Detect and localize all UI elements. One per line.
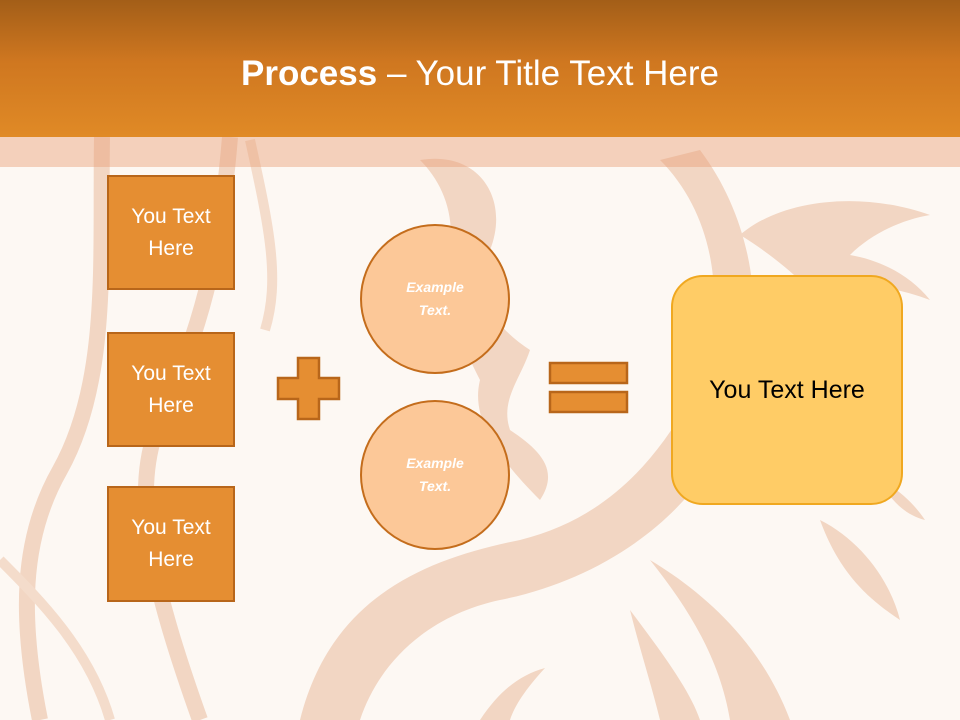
header-band [0, 137, 960, 167]
title-rest: – Your Title Text Here [377, 54, 719, 93]
slide-title: Process – Your Title Text Here [0, 50, 960, 98]
example-circle-2[interactable]: Example Text. [360, 400, 510, 550]
input-box-2[interactable]: You Text Here [107, 332, 235, 447]
input-box-3[interactable]: You Text Here [107, 486, 235, 602]
plus-icon [276, 356, 341, 421]
input-box-1[interactable]: You Text Here [107, 175, 235, 290]
result-box[interactable]: You Text Here [671, 275, 903, 505]
title-bold: Process [241, 54, 378, 93]
example-circle-1[interactable]: Example Text. [360, 224, 510, 374]
title-bar [0, 0, 960, 137]
equals-icon [548, 361, 629, 414]
